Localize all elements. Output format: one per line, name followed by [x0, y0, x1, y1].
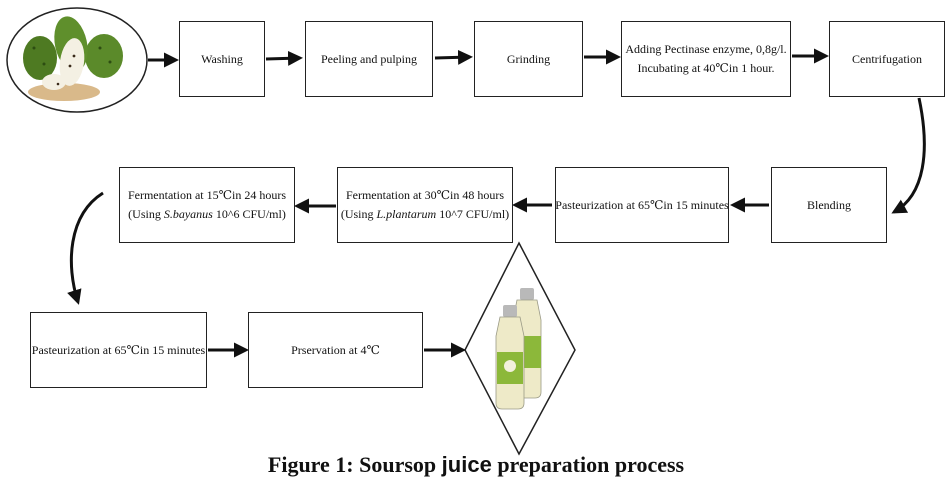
step-grinding: Grinding: [474, 21, 583, 97]
step-label: Pasteurization at 65℃in 15 minutes: [555, 197, 729, 212]
step-label-line1: Adding Pectinase enzyme, 0,8g/l.: [625, 42, 787, 57]
step-label: Pasteurization at 65℃in 15 minutes: [31, 342, 206, 357]
step-washing: Washing: [179, 21, 265, 97]
step-label-line1: Fermentation at 30℃in 48 hours: [345, 188, 505, 203]
step-label: Grinding: [506, 51, 551, 66]
step-preservation: Prservation at 4℃: [248, 312, 423, 388]
soursop-fruit-image: [6, 7, 148, 113]
step-label-line2: (Using L.plantarum 10^7 CFU/ml): [341, 205, 509, 224]
step-label-line2: Incubating at 40℃in 1 hour.: [637, 61, 775, 75]
step-label: Peeling and pulping: [321, 51, 417, 66]
step-label: Blending: [807, 197, 851, 212]
arrow-ferment15-to-pasteurization2: [67, 191, 104, 305]
step-pasteurization-1: Pasteurization at 65℃in 15 minutes: [555, 167, 729, 243]
step-pasteurization-2: Pasteurization at 65℃in 15 minutes: [30, 312, 207, 388]
caption-suffix: preparation process: [491, 452, 685, 477]
step-centrifugation: Centrifugation: [829, 21, 945, 97]
step-fermentation-15: Fermentation at 15℃in 24 hours (Using S.…: [119, 167, 295, 243]
step-label: Washing: [201, 51, 243, 66]
arrow-washing-to-peeling: [265, 50, 303, 66]
step-fermentation-30: Fermentation at 30℃in 48 hours (Using L.…: [337, 167, 513, 243]
juice-bottles-image: [464, 241, 576, 456]
arrow-peeling-to-grinding: [434, 49, 473, 65]
ferment15-species: S.bayanus: [163, 207, 213, 221]
step-peeling-pulping: Peeling and pulping: [305, 21, 433, 97]
ferment30-species: L.plantarum: [376, 207, 437, 221]
figure-caption: Figure 1: Soursop juice preparation proc…: [0, 452, 952, 478]
step-label: Centrifugation: [852, 51, 922, 66]
ferment15-using-prefix: (Using: [128, 207, 164, 221]
caption-prefix: Figure 1: Soursop: [267, 452, 442, 477]
arrow-centrifugation-to-blending: [891, 97, 926, 214]
step-blending: Blending: [771, 167, 887, 243]
ferment30-concentration: 10^7 CFU/ml): [436, 207, 510, 221]
step-label: Prservation at 4℃: [291, 342, 380, 357]
step-pectinase: Adding Pectinase enzyme, 0,8g/l. Incubat…: [621, 21, 791, 97]
step-label-line1: Fermentation at 15℃in 24 hours: [127, 188, 287, 203]
ferment30-using-prefix: (Using: [340, 207, 377, 221]
ferment15-concentration: 10^6 CFU/ml): [212, 207, 286, 221]
caption-juice-word: juice: [441, 452, 492, 477]
step-label-line2: (Using S.bayanus 10^6 CFU/ml): [128, 205, 286, 224]
